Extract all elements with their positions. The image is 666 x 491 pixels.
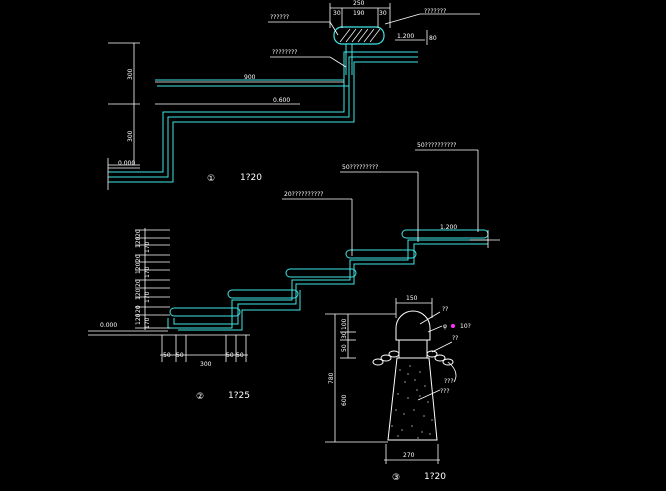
bollard-dome (395, 310, 431, 341)
left-dim-4: 20 (135, 254, 142, 262)
dim-rise1: 300 (127, 68, 134, 80)
bollard-chain-right (426, 350, 454, 366)
note-rope: ??? (444, 378, 454, 385)
elev-base: 0.000 (118, 160, 135, 167)
left-dim-7: 20 (135, 279, 142, 287)
dim-bottom-3: 270 (403, 452, 415, 459)
drawing-1-scale: 1?20 (240, 173, 262, 183)
note-right: ??????? (424, 8, 446, 15)
ring-marker (451, 324, 455, 328)
stair-2-profile-b (173, 243, 488, 325)
dim-top-3: 150 (406, 295, 418, 302)
note-2: 50????????? (342, 164, 378, 171)
drawing-2-scale: 1?25 (228, 391, 250, 401)
note-ring: φ (443, 323, 447, 330)
dim-bottom-d: 50 (226, 352, 234, 359)
dim-run: 900 (244, 74, 256, 81)
stair-2-profile-c (178, 290, 301, 331)
stair-2-profile-a (167, 239, 488, 329)
left-dim-5: 120 (135, 262, 142, 274)
drawing-1-number: ① (207, 174, 215, 184)
left-dim-6: 170 (144, 266, 151, 278)
dim-bottom-b: 50 (176, 352, 184, 359)
stair-profile-outer (108, 51, 418, 173)
dim-body: 600 (341, 394, 348, 406)
note-3: 20?????????? (284, 191, 323, 198)
rope-leader (447, 361, 457, 383)
note-mid: ???????? (272, 49, 297, 56)
tread-cap-3 (285, 268, 357, 278)
elev-top: 1.200 (397, 33, 414, 40)
dim-left-b: 30 (341, 331, 348, 339)
left-dim-8: 120 (135, 288, 142, 300)
dim-bottom-a: 50 (163, 352, 171, 359)
drawing-3-scale: 1?20 (424, 472, 446, 482)
left-dim-3: 170 (144, 241, 151, 253)
note-1: 50?????????? (417, 142, 456, 149)
tread-cap-1 (169, 307, 241, 317)
dim-c: 30 (379, 10, 387, 17)
dim-left-c: 50 (341, 344, 348, 352)
drawing-3-bollard: 150 ?? φ 10? ?? ??? ??? 100 30 50 780 60… (325, 295, 471, 483)
tread-cap-5 (401, 229, 489, 239)
elev-top-2: 1.200 (440, 224, 457, 231)
handrail-cap (333, 26, 385, 45)
stair-riser-top (155, 79, 349, 87)
left-dim-10: 20 (135, 305, 142, 313)
dim-top: 250 (353, 0, 365, 7)
dim-bottom-e: 50 (236, 352, 244, 359)
handrail-cap-hatch (339, 28, 381, 43)
bollard-chain-left (372, 350, 400, 366)
bollard-neck (398, 339, 428, 359)
bollard-body-texture (391, 365, 433, 439)
drawing-3-number: ③ (392, 473, 400, 483)
left-dim-9: 170 (144, 291, 151, 303)
drawing-2-stair-section: 0.000 1.200 50?????????? 50????????? 20?… (88, 142, 500, 402)
stair-profile-middle (108, 56, 418, 178)
dim-side: 80 (429, 35, 437, 42)
dim-total: 780 (328, 372, 335, 384)
dim-a: 30 (333, 10, 341, 17)
dim-b: 190 (353, 10, 365, 17)
dim-bottom-c: 300 (200, 361, 212, 368)
drawing-2-number: ② (196, 392, 204, 402)
drawing-1-stair-section: 250 30 190 30 ??????? 1.200 80 ?????? ??… (107, 0, 480, 190)
left-dim-11: 120 (135, 313, 142, 325)
note-cap: ?? (442, 306, 448, 313)
dim-rise2: 300 (127, 130, 134, 142)
note-left: ?????? (270, 14, 289, 21)
note-chain: ?? (452, 335, 458, 342)
left-dim-2: 120 (135, 236, 142, 248)
stair-profile-inner (108, 61, 418, 183)
elev-mid: 0.600 (273, 97, 290, 104)
left-dim-12: 170 (144, 317, 151, 329)
note-body: ??? (440, 388, 450, 395)
tread-cap-4 (345, 249, 417, 259)
bollard-body (387, 357, 438, 441)
dim-left-a: 100 (341, 318, 348, 330)
tread-cap-2 (227, 289, 299, 299)
left-dim-1: 20 (135, 229, 142, 237)
note-ring-val: 10? (460, 323, 471, 330)
elev-base-2: 0.000 (100, 322, 117, 329)
